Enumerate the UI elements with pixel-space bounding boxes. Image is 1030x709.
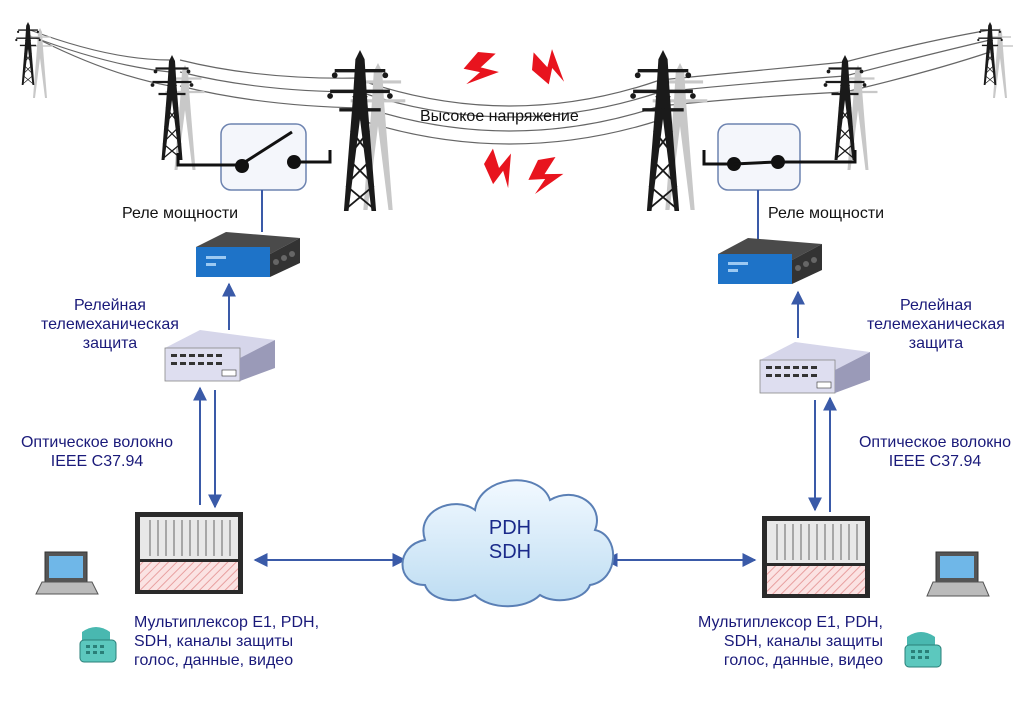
power-tower-icon bbox=[325, 48, 407, 213]
laptop-icon bbox=[926, 551, 990, 597]
multiplexer-rack-icon bbox=[762, 516, 870, 598]
mux-line-1: Мультиплексор E1, PDH, bbox=[697, 614, 883, 631]
cloud-line-1: PDH bbox=[488, 517, 532, 539]
mux-line-3: голос, данные, видео bbox=[134, 652, 294, 669]
power-tower-icon bbox=[822, 53, 879, 172]
fiber-line-2: IEEE C37.94 bbox=[50, 453, 144, 470]
fiber-line-2: IEEE C37.94 bbox=[888, 453, 982, 470]
power-relay-label-left: Реле мощности bbox=[122, 205, 239, 222]
power-tower-icon bbox=[149, 53, 206, 172]
phone-icon bbox=[904, 632, 942, 668]
switch-open-icon bbox=[176, 123, 332, 191]
mux-line-1: Мультиплексор E1, PDH, bbox=[134, 614, 320, 631]
protection-label-right: Релейная телемеханическая защита bbox=[866, 296, 1006, 353]
cloud-label: PDH SDH bbox=[470, 516, 550, 564]
power-relay-label-right: Реле мощности bbox=[768, 205, 885, 222]
power-tower-icon bbox=[628, 48, 709, 213]
protection-device-icon bbox=[164, 330, 275, 382]
protection-device-icon bbox=[759, 342, 870, 394]
relay-device-icon bbox=[718, 238, 822, 284]
cloud-line-2: SDH bbox=[488, 541, 532, 563]
power-tower-icon bbox=[14, 21, 54, 99]
signal-arrows bbox=[193, 282, 837, 567]
relay-device-icon bbox=[196, 232, 300, 277]
switch-closed-icon bbox=[702, 123, 857, 191]
mux-line-2: SDH, каналы защиты bbox=[723, 633, 883, 650]
mux-line-3: голос, данные, видео bbox=[723, 652, 883, 669]
multiplexer-rack-icon bbox=[135, 512, 243, 594]
fiber-line-1: Оптическое волокно bbox=[858, 434, 1012, 451]
laptop-icon bbox=[35, 551, 99, 595]
protection-label-left: Релейная телемеханическая защита bbox=[40, 296, 180, 353]
fiber-label-right: Оптическое волокно IEEE C37.94 bbox=[846, 433, 1024, 471]
protection-line-3: защита bbox=[908, 335, 964, 352]
mux-label-left: Мультиплексор E1, PDH, SDH, каналы защит… bbox=[134, 613, 319, 670]
power-tower-icon bbox=[976, 21, 1014, 99]
protection-line-3: защита bbox=[82, 335, 138, 352]
cloud-icon bbox=[401, 479, 615, 608]
mux-line-2: SDH, каналы защиты bbox=[134, 633, 294, 650]
protection-line-2: телемеханическая bbox=[41, 316, 179, 333]
mux-label-right: Мультиплексор E1, PDH, SDH, каналы защит… bbox=[665, 613, 883, 670]
protection-line-1: Релейная bbox=[900, 297, 972, 314]
fiber-label-left: Оптическое волокно IEEE C37.94 bbox=[8, 433, 186, 471]
protection-line-1: Релейная bbox=[74, 297, 146, 314]
phone-icon bbox=[79, 627, 117, 663]
fiber-line-1: Оптическое волокно bbox=[20, 434, 174, 451]
high-voltage-label: Высокое напряжение bbox=[420, 108, 579, 125]
protection-line-2: телемеханическая bbox=[867, 316, 1005, 333]
